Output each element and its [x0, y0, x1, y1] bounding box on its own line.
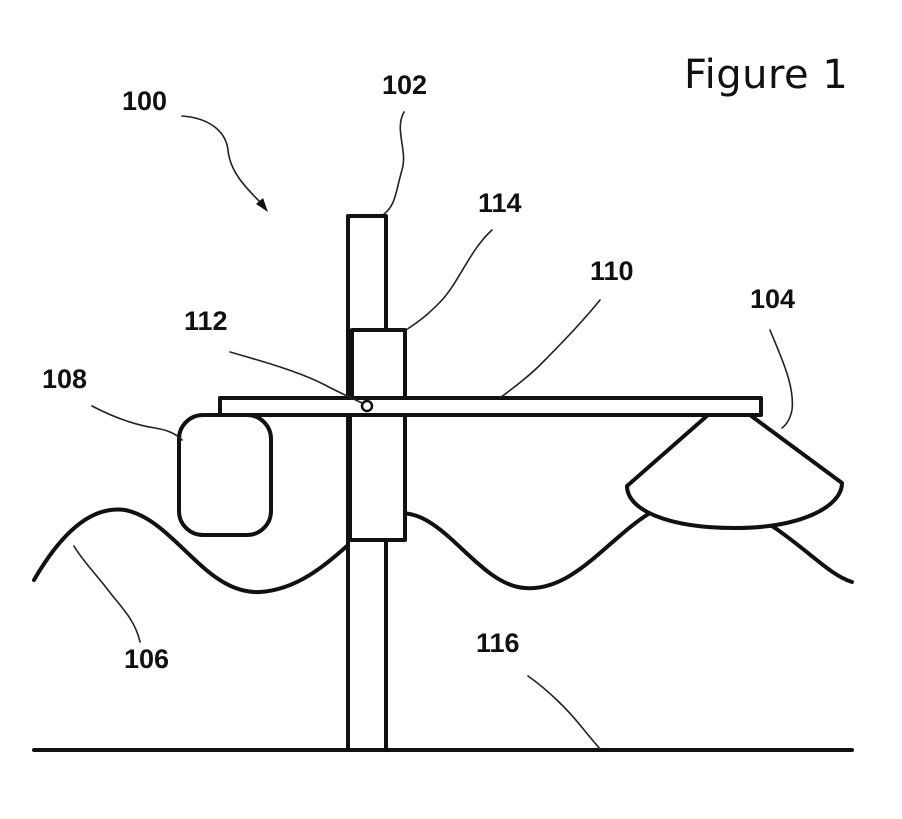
collar [352, 330, 405, 400]
ref-label-system: 100 [122, 86, 167, 117]
leader-108 [92, 406, 182, 440]
float [627, 415, 842, 528]
ref-label-wave: 106 [124, 644, 169, 675]
leader-116 [528, 676, 600, 749]
leader-102 [384, 112, 404, 214]
leader-110 [500, 300, 600, 398]
ref-label-seabed: 116 [476, 628, 520, 659]
leader-112 [230, 352, 362, 403]
ref-label-pivot: 112 [184, 306, 228, 337]
system-arrow [182, 116, 262, 204]
ref-label-counterweight: 108 [42, 364, 87, 395]
ref-label-collar: 114 [478, 188, 522, 219]
ref-label-float: 104 [750, 284, 795, 315]
pivot [362, 401, 372, 411]
ref-label-beam: 110 [590, 256, 634, 287]
leader-104 [770, 330, 792, 428]
figure-title: Figure 1 [684, 52, 848, 98]
counterweight [179, 415, 271, 535]
beam [220, 398, 761, 415]
lower-sleeve [350, 410, 405, 540]
ref-label-mast: 102 [382, 70, 427, 101]
leader-114 [406, 230, 492, 330]
leader-106 [74, 546, 140, 642]
